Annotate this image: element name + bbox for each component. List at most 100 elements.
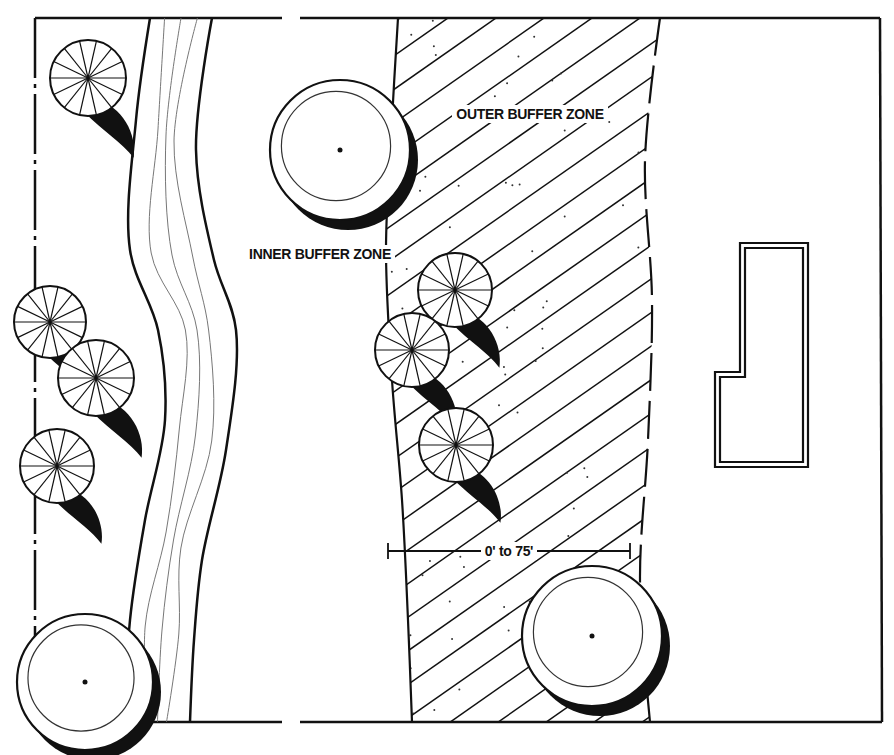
tree-spoke xyxy=(456,445,489,461)
tree-canopy xyxy=(50,40,126,116)
tree-spoke xyxy=(456,416,479,445)
border-line xyxy=(35,17,880,20)
house-outline xyxy=(715,243,808,467)
tree-spoke xyxy=(456,445,464,481)
stipple-dot xyxy=(401,308,403,310)
stipple-dot xyxy=(424,176,426,178)
tree-spoke xyxy=(57,465,94,466)
tree-spoke xyxy=(42,287,50,322)
stipple-dot xyxy=(449,600,451,602)
tree-spoke xyxy=(50,306,82,322)
tree-spoke xyxy=(456,429,489,445)
stipple-dot xyxy=(462,361,464,363)
deciduous-tree xyxy=(17,614,161,755)
tree-center xyxy=(83,680,88,685)
tree-spoke xyxy=(88,341,96,378)
tree-spoke xyxy=(456,444,493,445)
stipple-dot xyxy=(451,638,453,640)
zone-label: OUTER BUFFER ZONE xyxy=(452,105,607,124)
tree-spoke xyxy=(96,362,130,378)
tree-spoke xyxy=(404,314,412,350)
tree-spoke xyxy=(24,466,57,482)
hatch-line xyxy=(0,0,776,755)
water-line xyxy=(144,18,187,722)
tree-spoke xyxy=(455,290,488,306)
tree-spoke xyxy=(80,41,88,78)
tree-spoke xyxy=(412,350,420,386)
canopy-ring xyxy=(281,91,390,200)
tree-spoke xyxy=(88,78,122,94)
stipple-dot xyxy=(542,307,544,309)
tree-spoke xyxy=(88,48,112,78)
stipple-dot xyxy=(422,574,424,576)
tree-spoke xyxy=(50,77,88,78)
tree-spoke xyxy=(379,350,412,366)
border-line xyxy=(880,18,882,722)
stipple-dot xyxy=(463,566,465,568)
hatch-line xyxy=(0,0,872,755)
tree-spoke xyxy=(14,321,50,322)
stipple-dot xyxy=(505,182,507,184)
hatch-line xyxy=(0,0,296,755)
tree-spoke xyxy=(433,445,456,474)
tree-spoke xyxy=(28,322,50,350)
tree-spoke xyxy=(455,261,478,290)
canopy-ring xyxy=(28,625,134,731)
tree-spoke xyxy=(49,430,57,466)
tree-spoke xyxy=(24,450,57,466)
stipple-dot xyxy=(608,121,610,123)
stipple-dot xyxy=(432,20,434,22)
stipple-dot xyxy=(391,271,393,273)
tree-spoke xyxy=(96,348,120,378)
hatch-line xyxy=(396,0,894,755)
tree-spoke xyxy=(412,350,445,366)
hatch-line xyxy=(732,0,894,755)
tree-spoke xyxy=(412,349,449,350)
house-footprint xyxy=(715,243,808,467)
tree-spoke xyxy=(57,450,90,466)
stipple-dot xyxy=(564,216,566,218)
stipple-dot xyxy=(622,204,624,206)
stipple-dot xyxy=(573,507,575,509)
tree-spoke xyxy=(448,409,456,445)
tree-spoke xyxy=(50,321,86,322)
stipple-dot xyxy=(511,184,513,186)
tree-spoke xyxy=(72,378,96,408)
tree-spoke xyxy=(57,466,65,502)
canopy-ring xyxy=(533,577,642,686)
tree-canopy xyxy=(375,313,449,387)
tree-spoke xyxy=(412,321,435,350)
hatch-line xyxy=(444,0,894,755)
hatch-line xyxy=(0,0,488,755)
hatch-line xyxy=(636,0,894,755)
stipple-dot xyxy=(513,309,515,311)
hatch-line xyxy=(204,0,894,755)
stipple-dot xyxy=(504,373,506,375)
stipple-dot xyxy=(560,73,562,75)
tree-canopy xyxy=(20,429,94,503)
hatch-line xyxy=(156,0,894,755)
stipple-dot xyxy=(551,79,553,81)
tree-spoke xyxy=(20,465,57,466)
water-line xyxy=(158,18,200,722)
stipple-dot xyxy=(637,246,639,248)
tree-spoke xyxy=(419,444,456,445)
hatch-line xyxy=(0,0,200,755)
house-outline xyxy=(720,248,803,462)
dimension-label: 0' to 75' xyxy=(481,542,537,561)
stipple-dot xyxy=(506,327,508,329)
tree-spoke xyxy=(375,349,412,350)
stipple-dot xyxy=(433,709,435,711)
hatch-line xyxy=(348,0,894,755)
hatch-line xyxy=(0,0,824,755)
stipple-dot xyxy=(519,184,521,186)
stream xyxy=(125,18,237,722)
deciduous-tree xyxy=(270,80,418,230)
stipple-dot xyxy=(542,347,544,349)
tree-spoke xyxy=(447,254,455,290)
tree-spoke xyxy=(58,377,96,378)
tree-spoke xyxy=(96,378,130,394)
